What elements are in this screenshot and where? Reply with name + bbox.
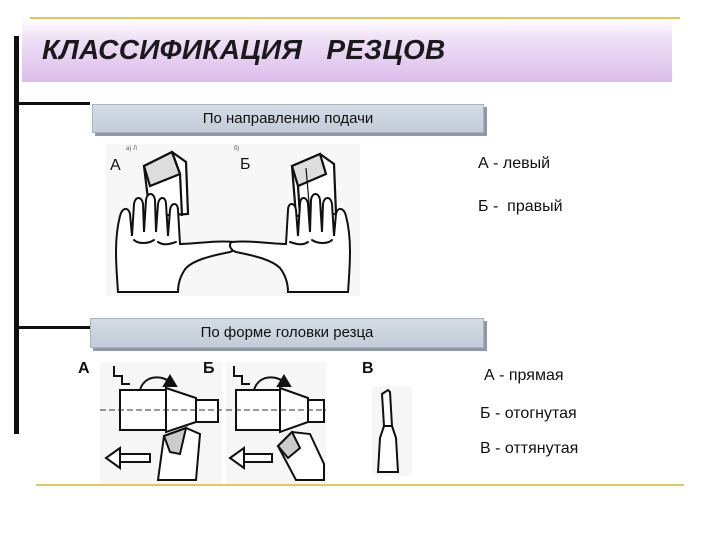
bent-cutter-illustration	[226, 362, 326, 484]
feed-arrow-shaft-b	[241, 453, 273, 463]
title-banner	[22, 18, 672, 82]
section1-legend-right: Б - правый	[478, 198, 563, 215]
feed-arrow-shaft-a	[117, 453, 151, 463]
necked-cutter-body	[376, 388, 400, 473]
section2-legend-straight: А - прямая	[484, 367, 564, 384]
section2-label-v: В	[362, 360, 374, 377]
section1-legend-left: А - левый	[478, 155, 551, 172]
section2-legend-necked: В - оттянутая	[480, 440, 579, 457]
section-feed-direction-header-text: По направлению подачи	[202, 110, 374, 127]
section-feed-direction-header: По направлению подачи	[92, 104, 484, 133]
rotation-arrowhead-a	[162, 374, 178, 387]
section-head-shape-header: По форме головки резца	[90, 318, 484, 348]
hands-cutters-illustration: а) Л б)	[106, 144, 360, 296]
left-hand	[115, 193, 238, 293]
top-gold-line	[30, 17, 680, 19]
tree-branch-1	[16, 102, 90, 105]
page-title: КЛАССИФИКАЦИЯ РЕЗЦОВ	[42, 34, 446, 65]
section1-label-b: Б	[240, 156, 251, 173]
section2-label-b: Б	[203, 360, 215, 377]
section-head-shape-header-text: По форме головки резца	[200, 324, 374, 341]
stepped-profile-a	[113, 366, 130, 385]
tree-vertical-connector	[14, 36, 19, 434]
workpiece-shaft-b	[307, 399, 325, 423]
feed-arrowhead-a	[104, 446, 121, 470]
necked-cutter-illustration	[372, 386, 412, 476]
section1-label-a: А	[110, 157, 121, 174]
right-hand	[228, 193, 351, 293]
rotation-arrowhead-b	[276, 374, 292, 387]
section2-legend-bent: Б - отогнутая	[480, 405, 577, 422]
straight-cutter-illustration	[100, 362, 222, 484]
workpiece-shaft-a	[195, 399, 219, 423]
figure-tag-a: а) Л	[126, 146, 137, 152]
feed-arrowhead-b	[228, 446, 245, 470]
figure-tag-b: б)	[234, 146, 239, 152]
tree-branch-2	[16, 326, 90, 329]
stepped-profile-b	[233, 366, 250, 385]
section2-label-a: А	[78, 360, 90, 377]
left-hand-cutter	[142, 150, 190, 218]
straight-cutter-tip	[162, 426, 188, 456]
bottom-gold-line	[36, 484, 684, 486]
bent-cutter-tip	[276, 430, 302, 460]
